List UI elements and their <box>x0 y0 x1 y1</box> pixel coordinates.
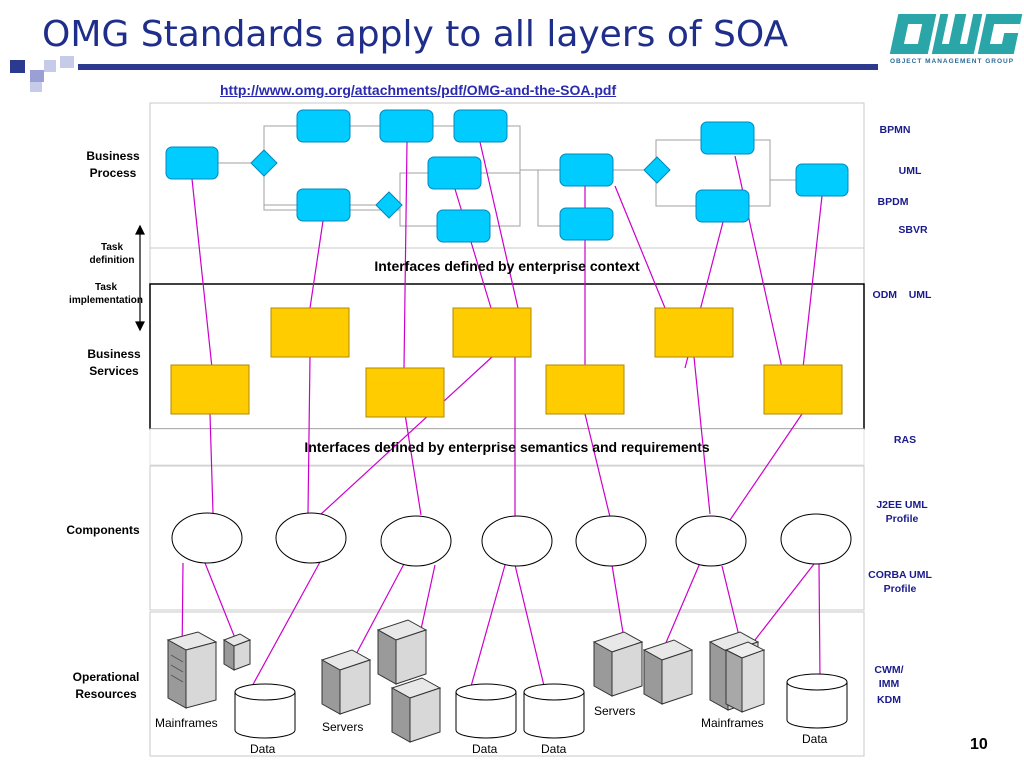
service-boxes <box>170 307 843 418</box>
layer-label-components: Components <box>66 523 140 537</box>
logo-subtitle: OBJECT MANAGEMENT GROUP <box>889 58 1015 65</box>
process-node <box>427 156 482 190</box>
process-node <box>559 153 614 187</box>
gateway-diamond <box>375 191 403 219</box>
label-data: Data <box>541 742 567 756</box>
label-mainframes: Mainframes <box>155 716 218 730</box>
layer-label-business-services: Business Services <box>87 347 141 378</box>
component <box>780 513 852 565</box>
process-node <box>436 209 491 243</box>
label-servers: Servers <box>322 720 364 734</box>
process-node <box>165 146 219 180</box>
standard-j2ee: J2EE UML Profile <box>876 499 928 525</box>
label-data: Data <box>250 742 276 756</box>
label-task-implementation: Task implementation <box>69 282 143 306</box>
component <box>481 515 553 567</box>
band-enterprise-context: Interfaces defined by enterprise context <box>374 258 640 274</box>
layer-label-business-process: Business Process <box>86 149 140 180</box>
process-flow-lines <box>218 125 796 227</box>
gateway-diamond <box>250 149 278 177</box>
service-box <box>545 364 625 415</box>
enterprise-semantics-band <box>149 428 865 466</box>
standard-ras: RAS <box>893 434 917 446</box>
service-box <box>452 307 532 358</box>
mainframe-icon <box>724 641 766 713</box>
task-arrow <box>135 224 145 332</box>
process-node <box>296 109 351 143</box>
service-box <box>170 364 250 415</box>
process-node <box>559 207 614 241</box>
service-box <box>365 367 445 418</box>
page-title: OMG Standards apply to all layers of SOA <box>42 14 789 55</box>
omg-logo <box>889 14 1023 54</box>
data-cylinder <box>523 683 585 739</box>
mainframe-icon <box>222 633 252 671</box>
label-data: Data <box>802 732 828 746</box>
server-icon <box>376 619 428 685</box>
component <box>171 512 243 564</box>
server-icon <box>320 649 372 715</box>
data-cylinder <box>234 683 296 739</box>
band-enterprise-semantics: Interfaces defined by enterprise semanti… <box>304 439 710 455</box>
standard-cwm-imm: CWM/ IMM <box>874 664 904 690</box>
layer-label-operational-resources: Operational Resources <box>72 670 140 701</box>
process-node <box>695 189 750 223</box>
standard-bpdm: BPDM <box>877 196 909 208</box>
header-decoration <box>10 56 878 92</box>
data-cylinder <box>786 673 848 729</box>
process-nodes <box>165 109 849 243</box>
component-ellipses <box>171 512 852 567</box>
process-node <box>296 188 351 222</box>
server-icon <box>592 631 644 697</box>
page-number: 10 <box>970 736 988 753</box>
service-box <box>763 364 843 415</box>
label-servers: Servers <box>594 704 636 718</box>
data-cylinders <box>234 673 848 739</box>
server-icon <box>642 639 694 705</box>
process-node <box>795 163 849 197</box>
service-box <box>654 307 734 358</box>
standard-bpmn: BPMN <box>879 124 911 136</box>
component <box>275 512 347 564</box>
standard-corba: CORBA UML Profile <box>868 569 932 595</box>
connector-lines <box>181 141 823 691</box>
enterprise-context-band <box>149 247 865 285</box>
standard-kdm: KDM <box>877 694 901 706</box>
service-box <box>270 307 350 358</box>
source-link[interactable]: http://www.omg.org/attachments/pdf/OMG-a… <box>220 82 617 98</box>
mainframe-icon <box>166 631 218 709</box>
server-icons <box>166 619 766 743</box>
server-icon <box>390 677 442 743</box>
standard-odm-uml: ODM UML <box>872 289 932 301</box>
gateway-diamond <box>643 156 671 184</box>
component <box>575 515 647 567</box>
component <box>380 515 452 567</box>
label-mainframes: Mainframes <box>701 716 764 730</box>
process-node <box>379 109 434 143</box>
component <box>675 515 747 567</box>
standard-sbvr: SBVR <box>898 224 928 236</box>
process-node <box>700 121 755 155</box>
data-cylinder <box>455 683 517 739</box>
process-node <box>453 109 508 143</box>
label-data: Data <box>472 742 498 756</box>
standard-uml: UML <box>898 165 922 177</box>
label-task-definition: Task definition <box>89 242 135 266</box>
